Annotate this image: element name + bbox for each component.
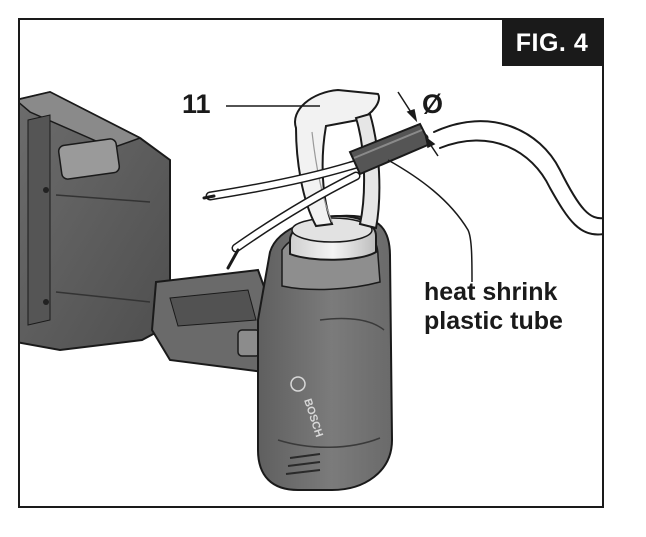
battery-release-button: [57, 138, 121, 180]
figure-frame: BOSCH: [18, 18, 604, 508]
leader-lines: [226, 105, 473, 283]
trigger-switch: [237, 329, 261, 357]
battery-pack: [20, 90, 171, 352]
callout-part-number: 11: [182, 89, 211, 119]
callout-tube-line1: heat shrink: [424, 278, 558, 306]
tool-handle: [150, 268, 278, 374]
callout-diameter: Ø: [422, 89, 444, 119]
bosch-logo-icon: [290, 376, 306, 392]
figure-number-badge: FIG. 4: [502, 20, 602, 66]
nozzle: [289, 214, 377, 261]
heat-gun-illustration: BOSCH: [20, 88, 602, 491]
diameter-dimension: [397, 91, 439, 157]
wires: [202, 120, 602, 270]
callout-heat-shrink-tube: heat shrink plastic tube: [424, 278, 563, 336]
callout-tube-line2: plastic tube: [424, 307, 563, 335]
